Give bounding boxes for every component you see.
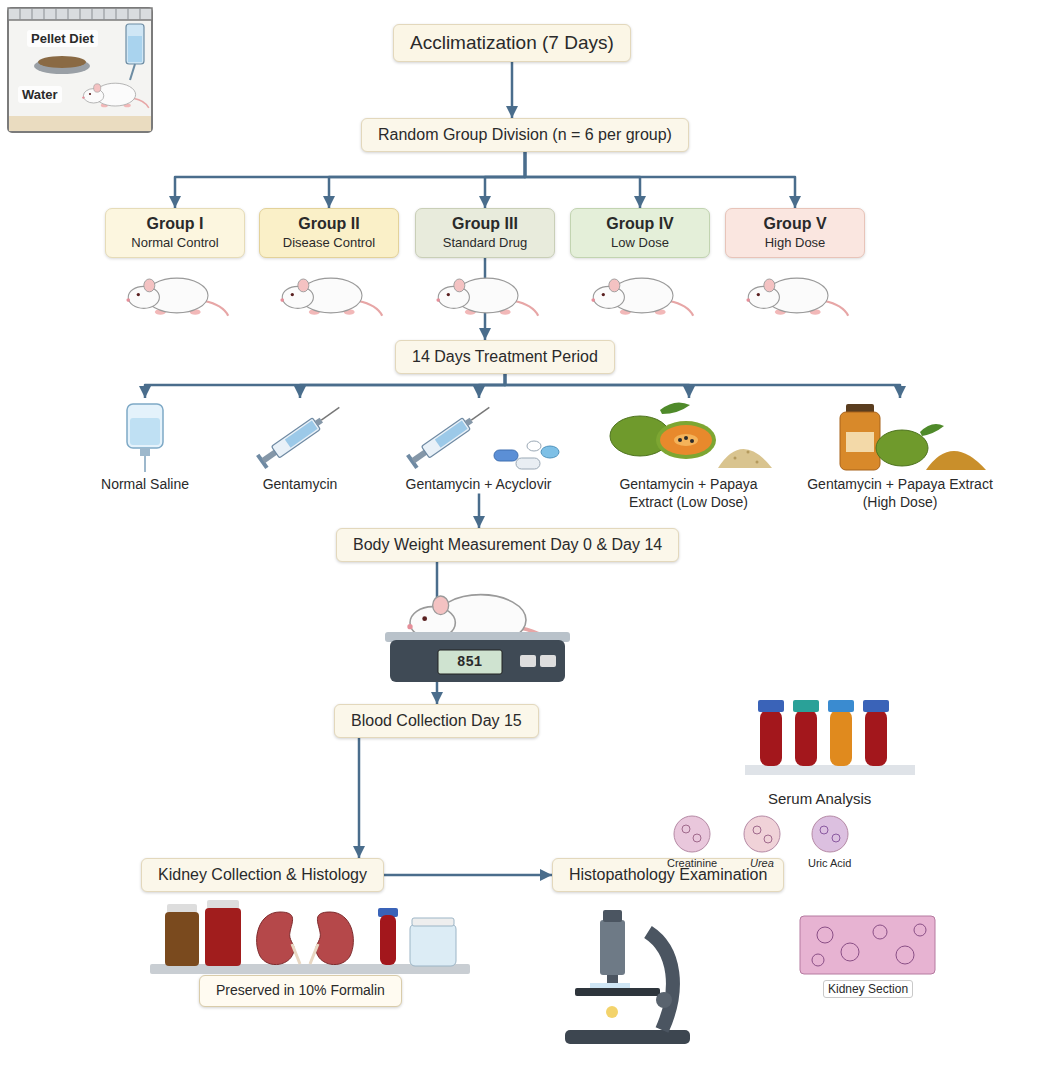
flow-arrow bbox=[478, 494, 481, 529]
kidney-jars bbox=[150, 900, 470, 974]
group-title: Group V bbox=[732, 214, 858, 235]
node-text: Gentamycin + Papaya Extract (High Dose) bbox=[800, 476, 1000, 511]
treatment-item: Normal Saline bbox=[80, 398, 210, 494]
flow-arrow bbox=[175, 152, 525, 208]
node-text: Gentamycin + Acyclovir bbox=[391, 476, 566, 494]
node-text: 14 Days Treatment Period bbox=[412, 347, 598, 367]
rat-illustration bbox=[126, 278, 848, 316]
flow-arrow bbox=[300, 374, 505, 398]
papaya-powder-icon bbox=[610, 402, 772, 468]
serum-circles bbox=[674, 816, 848, 852]
flow-arrow bbox=[505, 374, 900, 398]
node-text: Blood Collection Day 15 bbox=[351, 711, 522, 731]
saline-bag-icon bbox=[127, 404, 163, 472]
ingredient-label: Pellet Diet bbox=[27, 30, 98, 47]
stage-box: Body Weight Measurement Day 0 & Day 14 bbox=[336, 528, 679, 562]
node-text: Kidney Collection & Histology bbox=[158, 865, 367, 885]
group-subtitle: Low Dose bbox=[577, 235, 703, 252]
group-title: Group III bbox=[422, 214, 548, 235]
node-text: Gentamycin + Papaya Extract (Low Dose) bbox=[596, 476, 781, 511]
group-box: Group VHigh Dose bbox=[725, 208, 865, 258]
stage-box: Random Group Division (n = 6 per group) bbox=[361, 118, 689, 152]
syringe-icon bbox=[256, 401, 344, 469]
microscope bbox=[565, 910, 690, 1044]
group-title: Group II bbox=[266, 214, 392, 235]
flow-arrow bbox=[525, 152, 795, 208]
node-text: Body Weight Measurement Day 0 & Day 14 bbox=[353, 535, 662, 555]
group-box: Group INormal Control bbox=[105, 208, 245, 258]
section-label: Serum Analysis bbox=[768, 790, 871, 807]
stage-box: Kidney Collection & Histology bbox=[141, 858, 384, 892]
flow-arrow bbox=[485, 152, 525, 208]
treatment-item: Gentamycin + Papaya Extract (High Dose) bbox=[800, 398, 1000, 511]
group-box: Group IIIStandard Drug bbox=[415, 208, 555, 258]
flow-arrow bbox=[358, 738, 361, 858]
group-subtitle: Normal Control bbox=[112, 235, 238, 252]
parameter-label: Urea bbox=[750, 857, 774, 869]
treatment-item: Gentamycin bbox=[240, 398, 360, 494]
stage-box: Blood Collection Day 15 bbox=[334, 704, 539, 738]
node-text: Normal Saline bbox=[80, 476, 210, 494]
treatment-item: Gentamycin + Acyclovir bbox=[391, 398, 566, 494]
group-box: Group IIDisease Control bbox=[259, 208, 399, 258]
flow-arrow bbox=[479, 374, 505, 398]
group-subtitle: Disease Control bbox=[266, 235, 392, 252]
flow-arrow bbox=[384, 874, 552, 877]
flow-arrow bbox=[525, 152, 640, 208]
flow-arrow bbox=[511, 62, 514, 118]
parameter-label: Uric Acid bbox=[808, 857, 851, 869]
node-text: Acclimatization (7 Days) bbox=[410, 31, 614, 55]
group-box: Group IVLow Dose bbox=[570, 208, 710, 258]
parameter-label: Creatinine bbox=[667, 857, 717, 869]
stage-box: Acclimatization (7 Days) bbox=[393, 24, 631, 62]
flow-arrow bbox=[145, 374, 505, 398]
kidney-section-image bbox=[800, 916, 935, 974]
note-box: Preserved in 10% Formalin bbox=[199, 975, 402, 1007]
weighing-scale bbox=[385, 595, 570, 682]
flow-arrow bbox=[329, 152, 525, 208]
group-title: Group IV bbox=[577, 214, 703, 235]
blood-tubes bbox=[745, 700, 915, 775]
treatment-item: Gentamycin + Papaya Extract (Low Dose) bbox=[596, 398, 781, 511]
node-text: Random Group Division (n = 6 per group) bbox=[378, 125, 672, 145]
node-text: Preserved in 10% Formalin bbox=[216, 982, 385, 1000]
extract-bottle-icon bbox=[840, 404, 986, 470]
stage-box: 14 Days Treatment Period bbox=[395, 340, 615, 374]
scale-display: 851 bbox=[457, 654, 482, 670]
group-title: Group I bbox=[112, 214, 238, 235]
ingredient-label: Water bbox=[18, 86, 62, 103]
cage-illustration bbox=[8, 8, 152, 132]
node-text: Gentamycin bbox=[240, 476, 360, 494]
syringe-pills-icon bbox=[406, 401, 559, 469]
group-subtitle: Standard Drug bbox=[422, 235, 548, 252]
group-subtitle: High Dose bbox=[732, 235, 858, 252]
image-label: Kidney Section bbox=[823, 980, 913, 998]
